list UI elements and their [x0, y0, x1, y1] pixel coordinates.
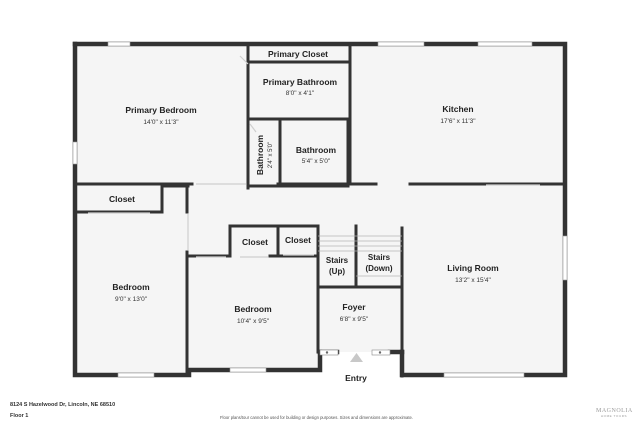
interior-walls: [73, 42, 567, 378]
bedroom-left-label: Bedroom: [112, 282, 150, 292]
stairs-down-label: Stairs: [368, 253, 391, 262]
address-text: 8124 S Hazelwood Dr, Lincoln, NE 68510: [10, 402, 116, 408]
window: [107, 41, 131, 47]
primary-bedroom-dims: 14'0" x 11'3": [143, 119, 179, 126]
foyer-label: Foyer: [342, 302, 366, 312]
bathroom-small-dims: 2'4" x 5'0": [268, 142, 274, 168]
window: [377, 41, 425, 47]
closet-left-label: Closet: [109, 194, 135, 204]
door-openings: [88, 55, 540, 258]
brand-logo: MAGNOLIA HOME TOURS: [596, 408, 632, 418]
stairs-up-label: Stairs: [326, 256, 349, 265]
window: [443, 372, 525, 378]
logo-main-text: MAGNOLIA: [596, 408, 633, 414]
primary-bathroom-label: Primary Bathroom: [263, 77, 338, 87]
stairs-down-sub: (Down): [365, 264, 392, 273]
window: [117, 372, 155, 378]
kitchen-label: Kitchen: [442, 104, 473, 114]
bathroom-label: Bathroom: [296, 145, 337, 155]
window: [229, 367, 267, 373]
primary-bathroom-dims: 8'0" x 4'1": [286, 90, 315, 97]
living-room-dims: 13'2" x 15'4": [455, 277, 491, 284]
kitchen-dims: 17'6" x 11'3": [440, 118, 476, 125]
entry-label: Entry: [345, 373, 367, 383]
living-room-label: Living Room: [447, 263, 499, 273]
window: [562, 235, 568, 281]
floor-area: [75, 44, 565, 375]
primary-closet-label: Primary Closet: [268, 49, 328, 59]
closet-mid1-label: Closet: [242, 237, 268, 247]
entry-arrow-icon: [350, 353, 363, 362]
window: [477, 41, 533, 47]
exterior-wall-west: [72, 41, 323, 378]
disclaimer-text: Floor plans/tour cannot be used for buil…: [220, 415, 413, 420]
primary-bedroom-label: Primary Bedroom: [125, 105, 197, 115]
bedroom-mid-dims: 10'4" x 9'5": [237, 318, 270, 325]
bedroom-left-dims: 9'0" x 13'0": [115, 296, 148, 303]
bathroom-small-label: Bathroom: [255, 134, 265, 175]
bathroom-dims: 5'4" x 5'0": [302, 158, 331, 165]
stairs-up-sub: (Up): [329, 267, 345, 276]
foyer-dims: 6'8" x 9'5": [340, 316, 369, 323]
closet-mid2-label: Closet: [285, 235, 311, 245]
entry-doors: [319, 349, 391, 356]
bedroom-mid-label: Bedroom: [234, 304, 272, 314]
stairs-treads: [318, 235, 402, 277]
window: [72, 141, 78, 165]
floor-label: Floor 1: [10, 413, 29, 419]
logo-sub-text: HOME TOURS: [600, 414, 628, 418]
